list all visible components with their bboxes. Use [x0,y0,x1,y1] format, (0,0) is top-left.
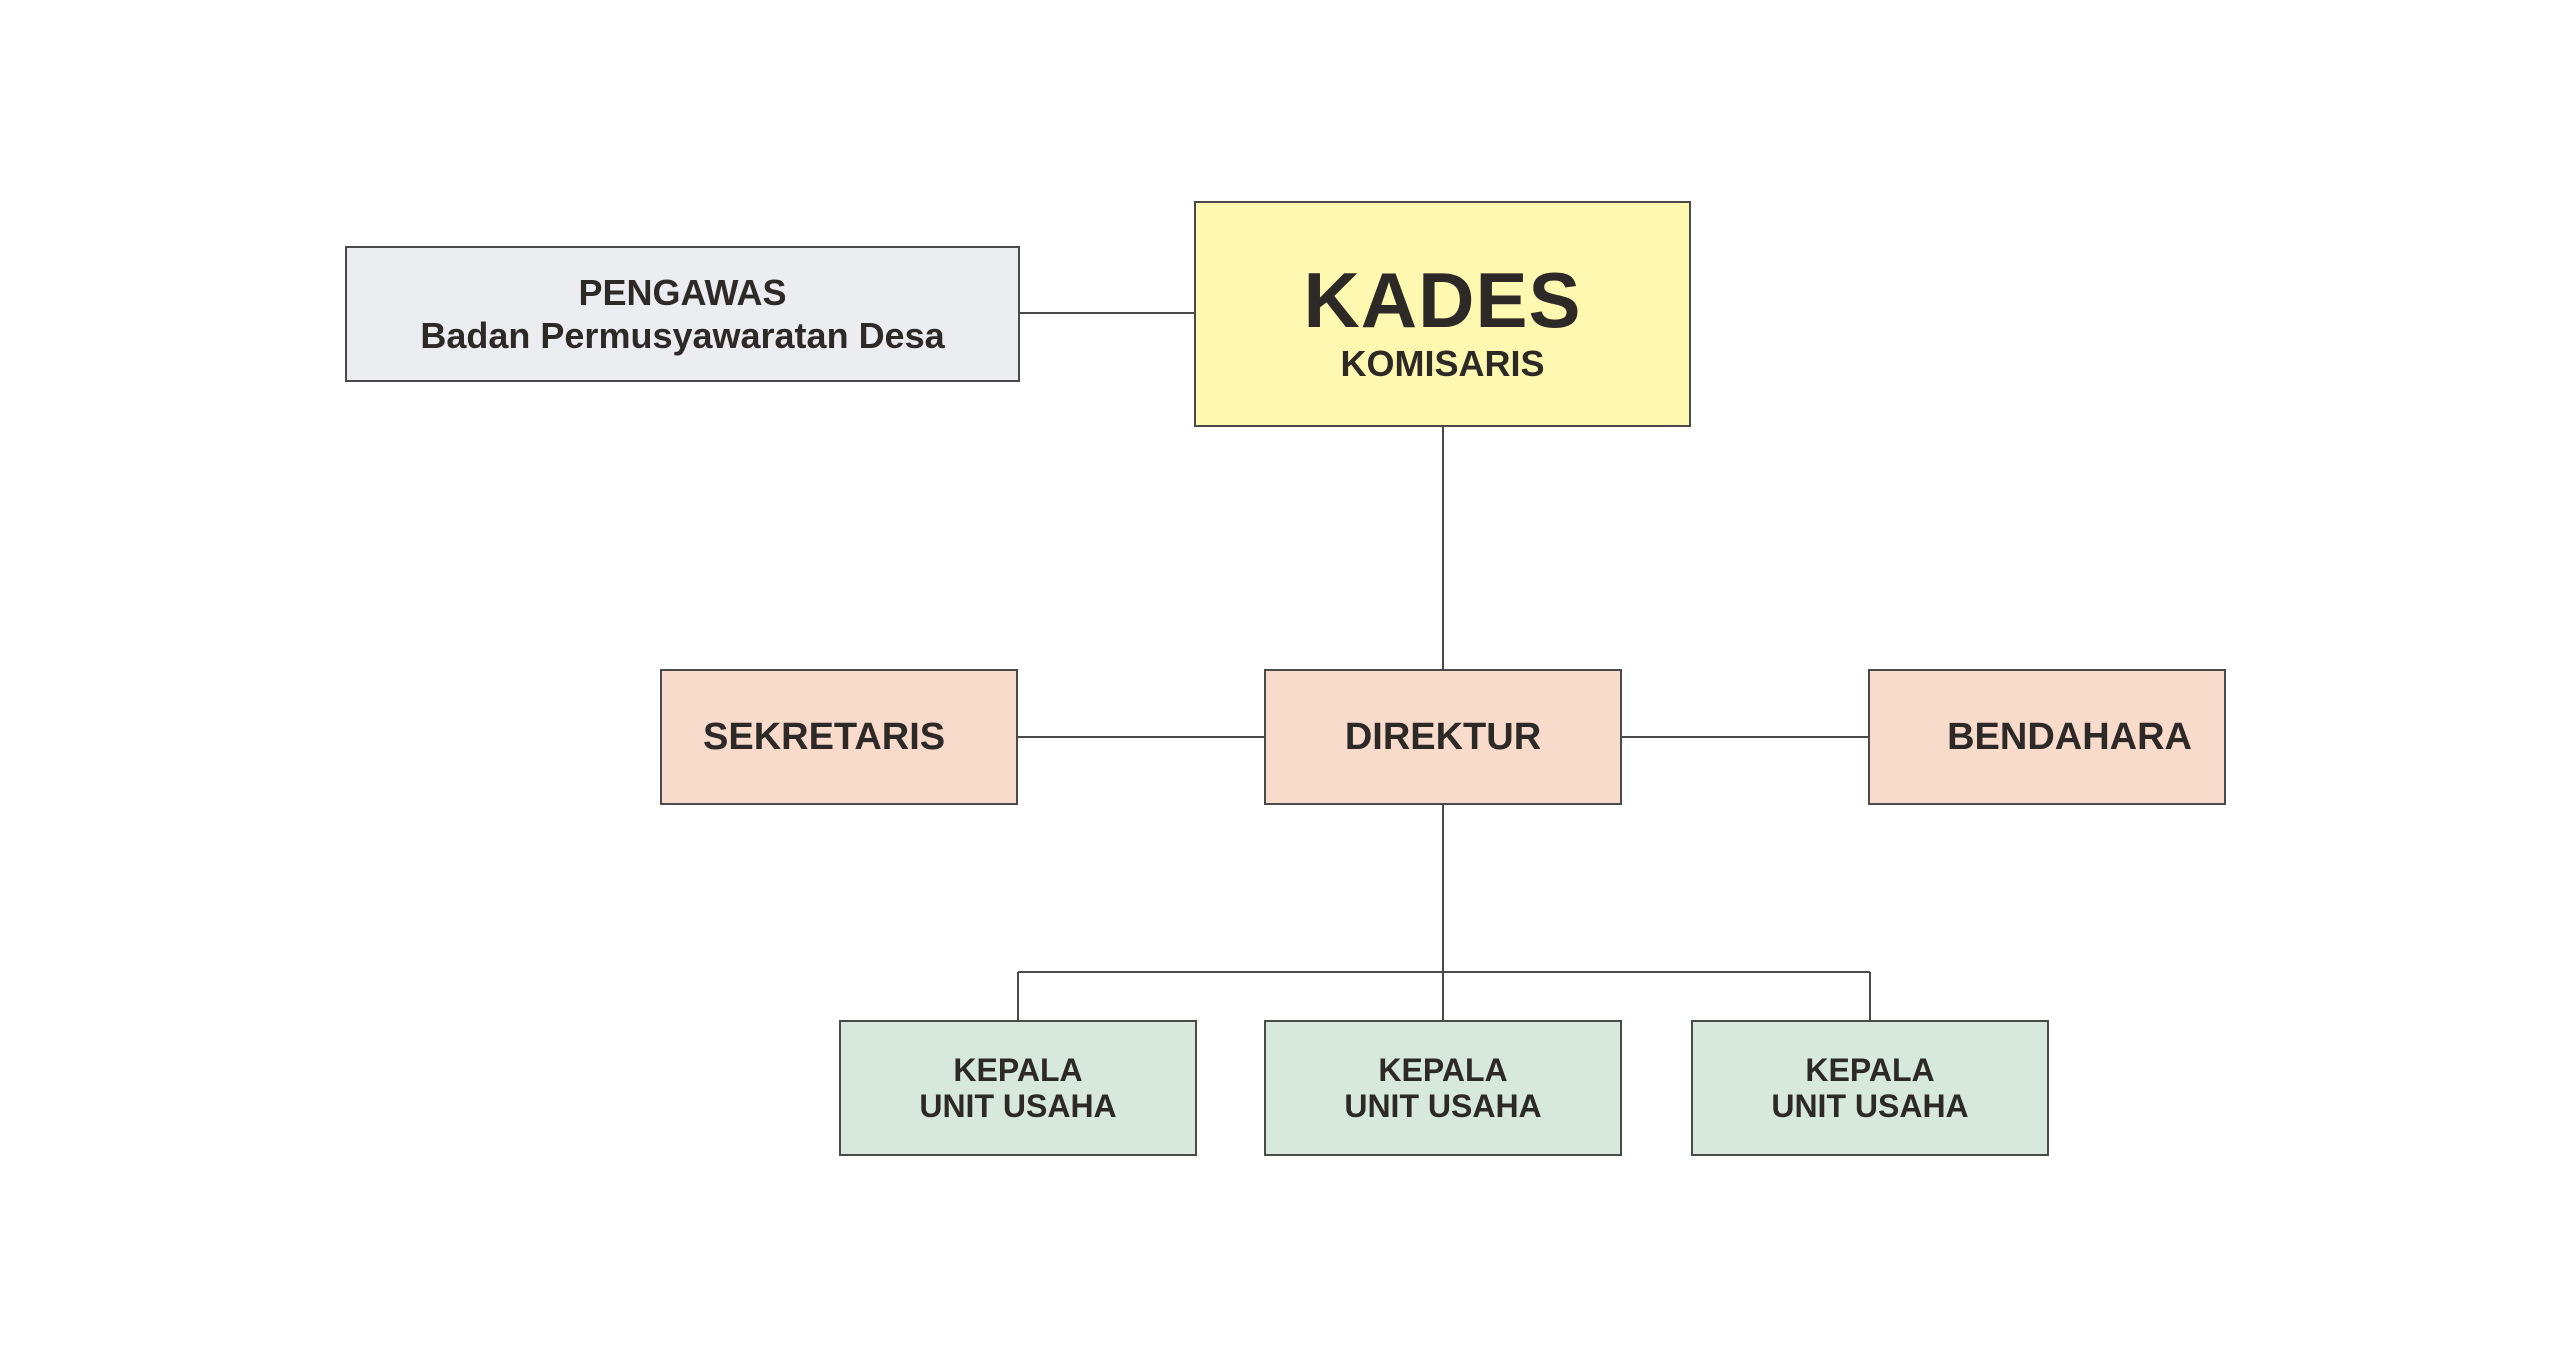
kades-box: KADES KOMISARIS [1194,201,1691,427]
unit-box-2: KEPALA UNIT USAHA [1264,1020,1622,1156]
unit-3-line1: KEPALA [1805,1052,1935,1088]
unit-1-line2: UNIT USAHA [919,1088,1117,1124]
pengawas-title: PENGAWAS [578,272,787,313]
sekretaris-label: SEKRETARIS [703,715,946,758]
direktur-label: DIREKTUR [1344,715,1542,758]
direktur-box: DIREKTUR [1264,669,1622,805]
pengawas-subtitle: Badan Permusyawaratan Desa [420,315,945,356]
kades-title: KADES [1303,256,1582,344]
kades-subtitle: KOMISARIS [1340,343,1545,384]
unit-3-line2: UNIT USAHA [1771,1088,1969,1124]
unit-box-1: KEPALA UNIT USAHA [839,1020,1197,1156]
pengawas-box: PENGAWAS Badan Permusyawaratan Desa [345,246,1020,382]
sekretaris-box: SEKRETARIS [660,669,1018,805]
bendahara-label: BENDAHARA [1947,715,2192,758]
unit-2-line1: KEPALA [1378,1052,1508,1088]
unit-2-line2: UNIT USAHA [1344,1088,1542,1124]
unit-1-line1: KEPALA [953,1052,1083,1088]
bendahara-box: BENDAHARA [1868,669,2226,805]
unit-box-3: KEPALA UNIT USAHA [1691,1020,2049,1156]
